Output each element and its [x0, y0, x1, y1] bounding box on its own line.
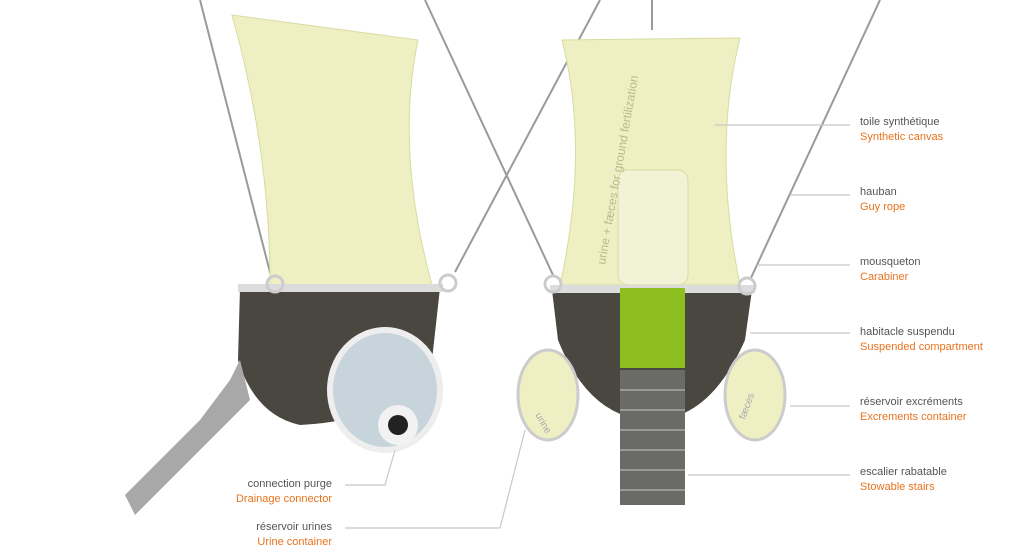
- left-stairs: [125, 360, 250, 515]
- label-en: Drainage connector: [235, 493, 332, 505]
- label-fr: réservoir excréments: [860, 396, 963, 408]
- leader-lines: [345, 124, 850, 529]
- label-en: Excrements container: [860, 411, 967, 423]
- label-fr: escalier rabatable: [860, 466, 947, 478]
- label-en: Urine container: [257, 536, 332, 548]
- label-fr: connection purge: [247, 478, 332, 490]
- stairs-right: [620, 370, 685, 505]
- label-fr: réservoir urines: [256, 521, 332, 533]
- label-fr: mousqueton: [860, 256, 921, 268]
- label-en: Stowable stairs: [860, 481, 935, 493]
- label-en: Carabiner: [860, 271, 909, 283]
- label-fr: hauban: [860, 186, 897, 198]
- label-en: Synthetic canvas: [860, 131, 944, 143]
- label-fr: habitacle suspendu: [860, 326, 955, 338]
- urine-container-right: [516, 348, 580, 442]
- label-en: Guy rope: [860, 201, 906, 213]
- label-fr: toile synthétique: [860, 116, 940, 128]
- green-door: [620, 288, 685, 368]
- label-en: Suspended compartment: [860, 341, 983, 353]
- faeces-container: [723, 348, 787, 442]
